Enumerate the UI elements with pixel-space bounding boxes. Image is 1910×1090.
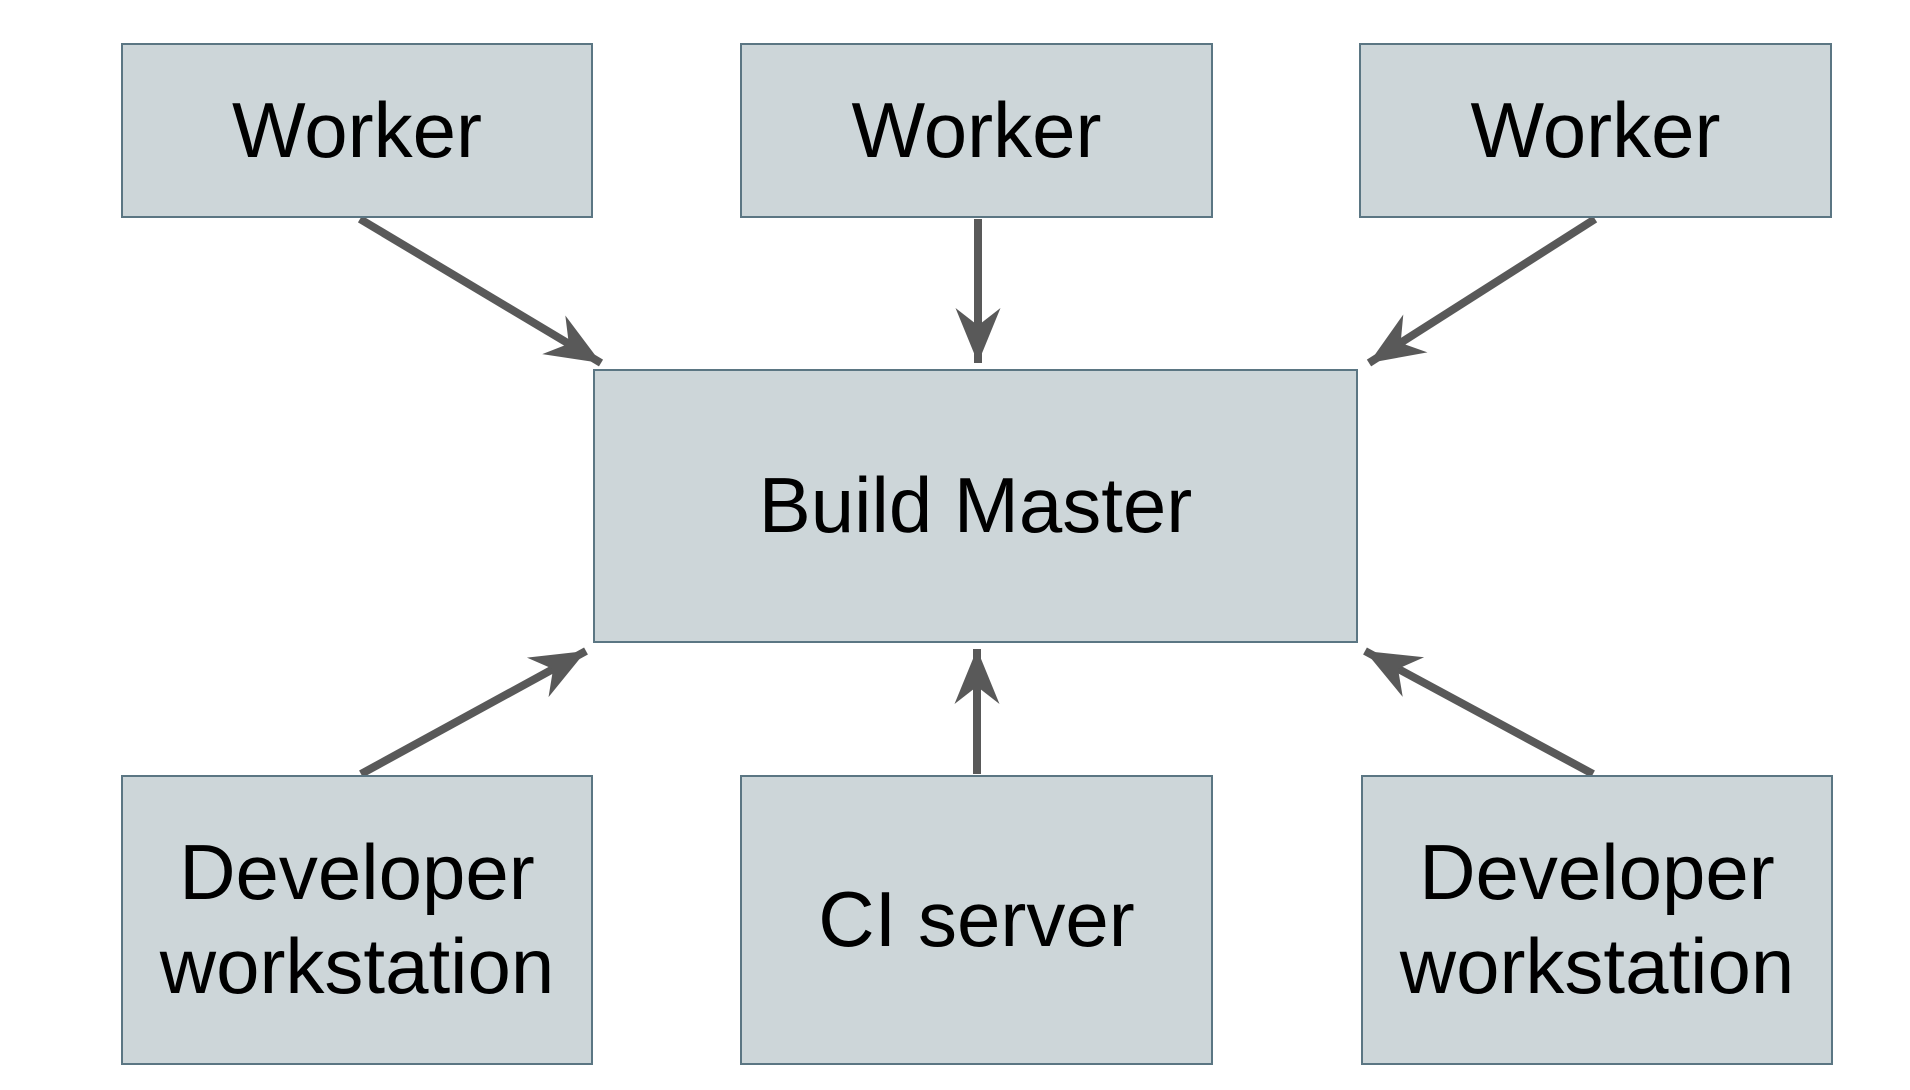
arrow-worker-right-to-build-master: [1366, 215, 1598, 367]
node-build-master: Build Master: [593, 369, 1358, 643]
node-worker-top-center: Worker: [740, 43, 1213, 218]
node-developer-workstation-left: Developer workstation: [121, 775, 593, 1065]
node-developer-workstation-right: Developer workstation: [1361, 775, 1833, 1065]
node-label: Developer workstation: [1399, 828, 1795, 1010]
arrow-dev-workstation-left-to-build-master: [359, 647, 588, 778]
node-label: Build Master: [758, 461, 1193, 550]
node-label: Worker: [851, 85, 1102, 174]
node-label: CI server: [818, 875, 1135, 964]
arrow-worker-left-to-build-master: [357, 215, 604, 367]
node-label: Developer workstation: [159, 828, 555, 1010]
node-worker-top-right: Worker: [1359, 43, 1832, 218]
node-worker-top-left: Worker: [121, 43, 593, 218]
node-label: Worker: [232, 85, 482, 174]
node-label: Worker: [1470, 85, 1721, 174]
arrow-dev-workstation-right-to-build-master: [1363, 647, 1595, 778]
node-ci-server: CI server: [740, 775, 1213, 1065]
